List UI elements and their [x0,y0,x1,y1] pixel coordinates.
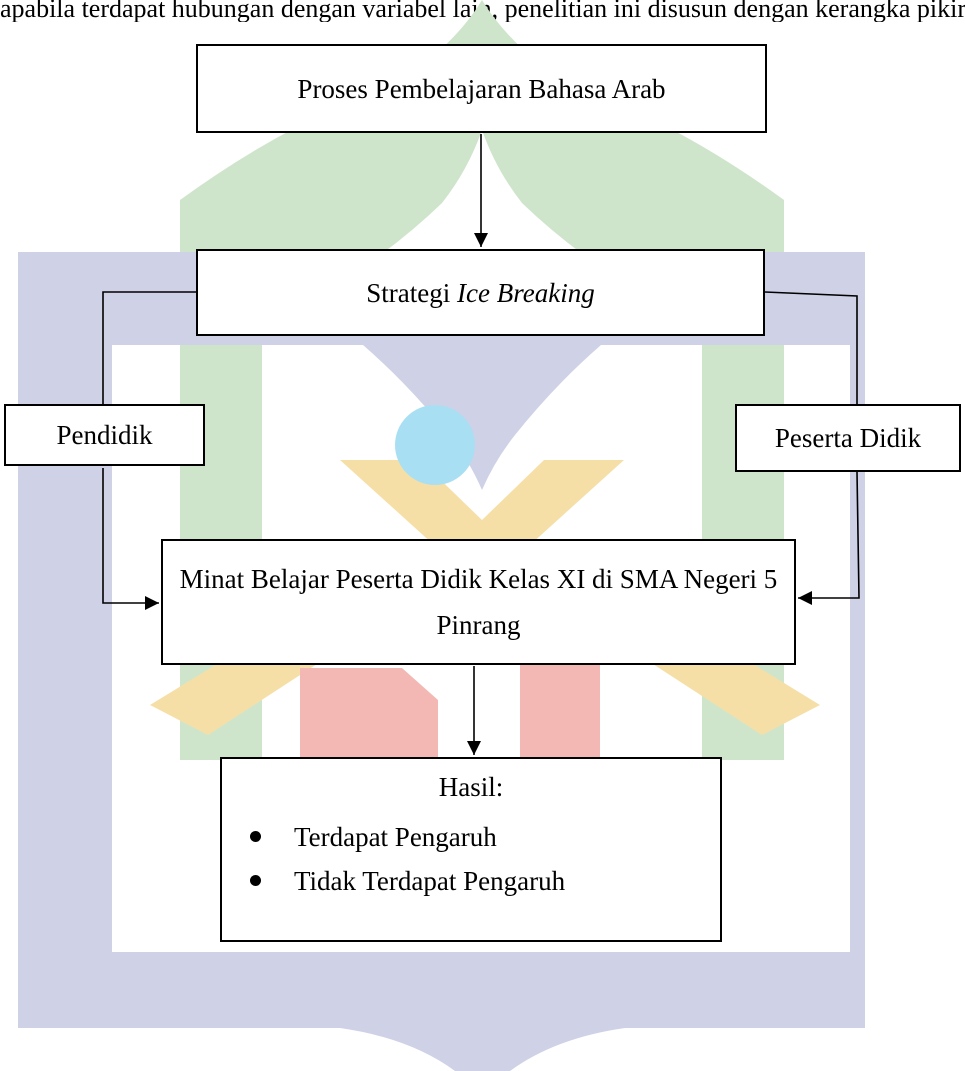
edge-strategi-to-peserta [764,291,858,404]
node-peserta-didik: Peserta Didik [735,404,961,472]
node-proses-pembelajaran: Proses Pembelajaran Bahasa Arab [196,44,767,133]
hasil-item-text: Tidak Terdapat Pengaruh [294,866,566,896]
node-minat-belajar: Minat Belajar Peserta Didik Kelas XI di … [161,539,796,665]
hasil-list-item: Terdapat Pengaruh [222,815,565,859]
node-strategi-italic: Ice Breaking [457,277,595,308]
bullet-icon [250,875,261,886]
watermark-green-dome [180,0,784,760]
node-pendidik-label: Pendidik [56,420,153,450]
node-hasil-title: Hasil: [438,772,504,802]
node-strategi-ice-breaking: Strategi Ice Breaking [196,249,765,336]
node-hasil: Hasil: Terdapat Pengaruh Tidak Terdapat … [220,757,722,942]
hasil-list: Terdapat Pengaruh Tidak Terdapat Pengaru… [222,815,565,903]
edge-peserta-to-minat [798,471,860,605]
node-proses-label: Proses Pembelajaran Bahasa Arab [297,73,666,104]
edge-strategi-to-pendidik [102,291,196,404]
node-strategi-label: Strategi Ice Breaking [366,273,594,313]
edge-pendidik-to-minat [102,468,159,610]
hasil-list-item: Tidak Terdapat Pengaruh [222,859,565,903]
node-pendidik: Pendidik [4,404,205,466]
node-strategi-prefix: Strategi [366,277,458,308]
watermark-cyan-globe [395,405,475,485]
node-peserta-label: Peserta Didik [774,423,922,453]
hasil-item-text: Terdapat Pengaruh [294,822,497,852]
bullet-icon [250,831,261,842]
node-minat-label: Minat Belajar Peserta Didik Kelas XI di … [179,564,778,640]
